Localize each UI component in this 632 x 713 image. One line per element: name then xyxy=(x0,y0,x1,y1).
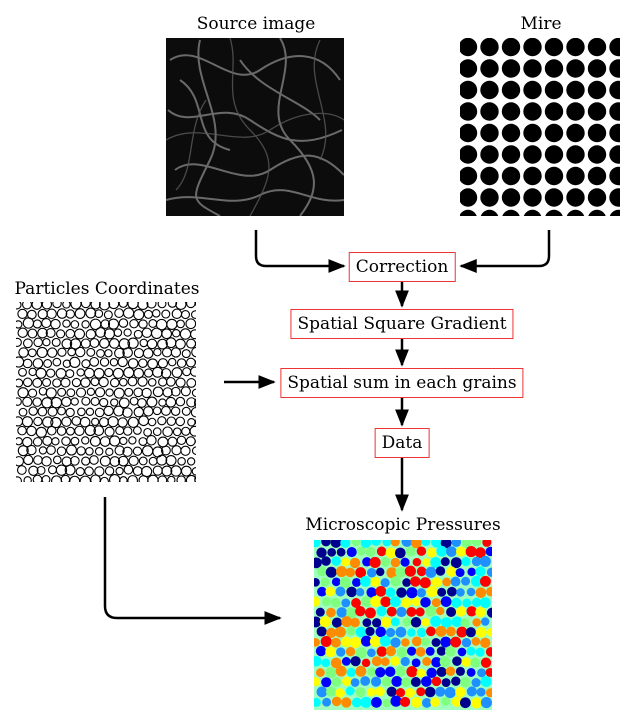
particles-image xyxy=(16,302,196,482)
mire-caption: Mire xyxy=(520,14,562,34)
source-image-caption: Source image xyxy=(196,14,316,34)
correction-box: Correction xyxy=(348,252,456,282)
source-image xyxy=(166,38,344,216)
pressures-image xyxy=(314,540,492,710)
arrow-particles-to-pressures xyxy=(103,497,282,625)
spatial-sum-box: Spatial sum in each grains xyxy=(280,368,524,398)
arrow-source-to-correction xyxy=(254,230,346,273)
mire-image xyxy=(460,38,620,216)
particles-caption: Particles Coordinates xyxy=(14,279,200,299)
gradient-box: Spatial Square Gradient xyxy=(290,309,514,339)
pressures-caption: Microscopic Pressures xyxy=(305,515,501,535)
data-box: Data xyxy=(374,428,430,458)
arrow-mire-to-correction xyxy=(459,230,551,273)
